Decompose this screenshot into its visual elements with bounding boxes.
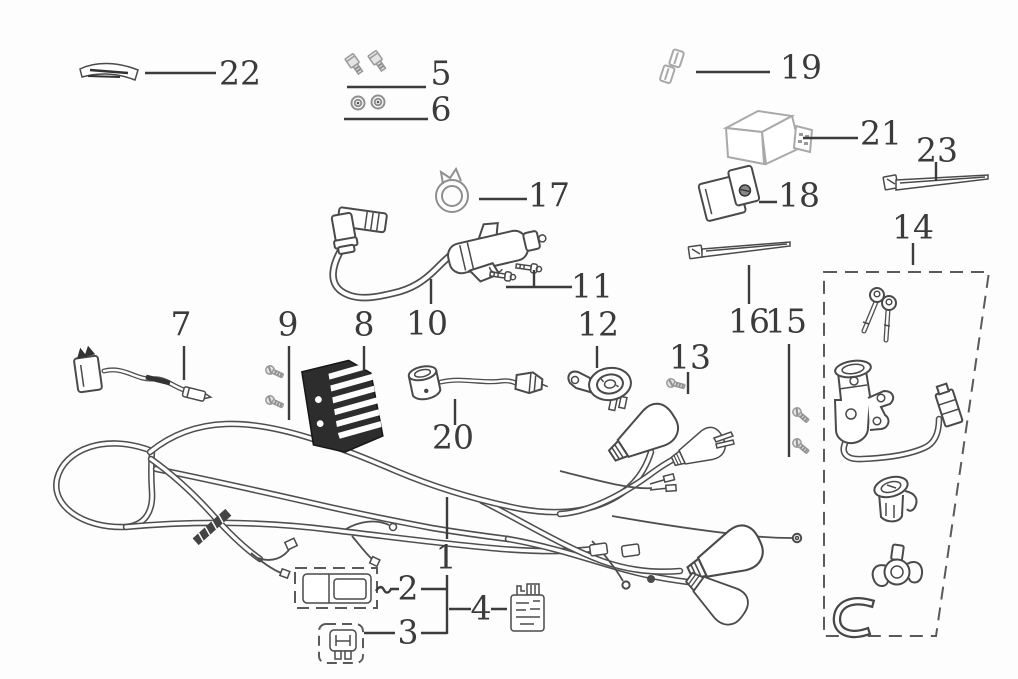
part-4-art xyxy=(510,583,545,632)
part-8-regulator-art xyxy=(300,359,384,453)
part-label-6: 6 xyxy=(430,89,452,129)
part-label-19: 19 xyxy=(780,47,822,87)
part-20-art xyxy=(407,365,549,401)
part-22-art xyxy=(79,62,139,82)
part-23-art xyxy=(882,174,989,191)
part-label-14: 14 xyxy=(892,207,934,247)
u-bracket-art xyxy=(832,597,876,639)
part-18-art xyxy=(697,164,761,222)
lock-cylinder-art xyxy=(871,543,923,587)
part-label-3: 3 xyxy=(397,612,419,652)
part-5-art xyxy=(343,49,389,77)
part-label-13: 13 xyxy=(669,337,711,377)
part-21-art xyxy=(722,109,814,166)
keys-art xyxy=(861,287,897,343)
part-12-art xyxy=(567,366,632,412)
lock-set-dashed-box xyxy=(823,271,991,637)
part-14-lock-set-art xyxy=(823,271,991,639)
part-19-art xyxy=(659,48,685,85)
part-label-15: 15 xyxy=(765,301,807,341)
part-15-art xyxy=(790,405,812,457)
ignition-switch-art xyxy=(833,359,964,460)
part-9-art xyxy=(263,363,286,411)
part-label-9: 9 xyxy=(277,304,299,344)
part-label-2: 2 xyxy=(397,568,419,608)
part-7-art xyxy=(73,345,213,402)
fuel-cap-lock-art xyxy=(873,475,918,523)
part-label-16: 16 xyxy=(728,301,770,341)
part-2-fuse-box-art xyxy=(294,567,378,609)
harness-tape-wrap xyxy=(192,508,232,546)
part-label-23: 23 xyxy=(916,130,958,170)
part-label-10: 10 xyxy=(406,303,448,343)
part-6-art xyxy=(350,94,386,111)
leader-lines xyxy=(145,70,938,635)
part-label-11: 11 xyxy=(571,266,613,306)
part-label-7: 7 xyxy=(170,304,192,344)
part-label-1: 1 xyxy=(435,537,457,577)
part-label-12: 12 xyxy=(577,304,619,344)
part-label-8: 8 xyxy=(353,304,375,344)
part-label-20: 20 xyxy=(432,417,474,457)
part-label-18: 18 xyxy=(778,175,820,215)
part-label-17: 17 xyxy=(528,175,570,215)
branch-connector xyxy=(283,537,299,551)
part-label-5: 5 xyxy=(430,53,452,93)
part-label-21: 21 xyxy=(860,113,902,153)
part-1-wire-harness-art xyxy=(56,396,803,632)
part-label-22: 22 xyxy=(219,53,261,93)
part-13-art xyxy=(664,376,687,392)
part-17-art xyxy=(435,166,469,213)
part-label-4: 4 xyxy=(470,588,492,628)
part-16-art xyxy=(687,241,791,260)
part-3-fuse-art xyxy=(318,623,364,664)
part-10-ignition-coil-art xyxy=(329,206,547,298)
